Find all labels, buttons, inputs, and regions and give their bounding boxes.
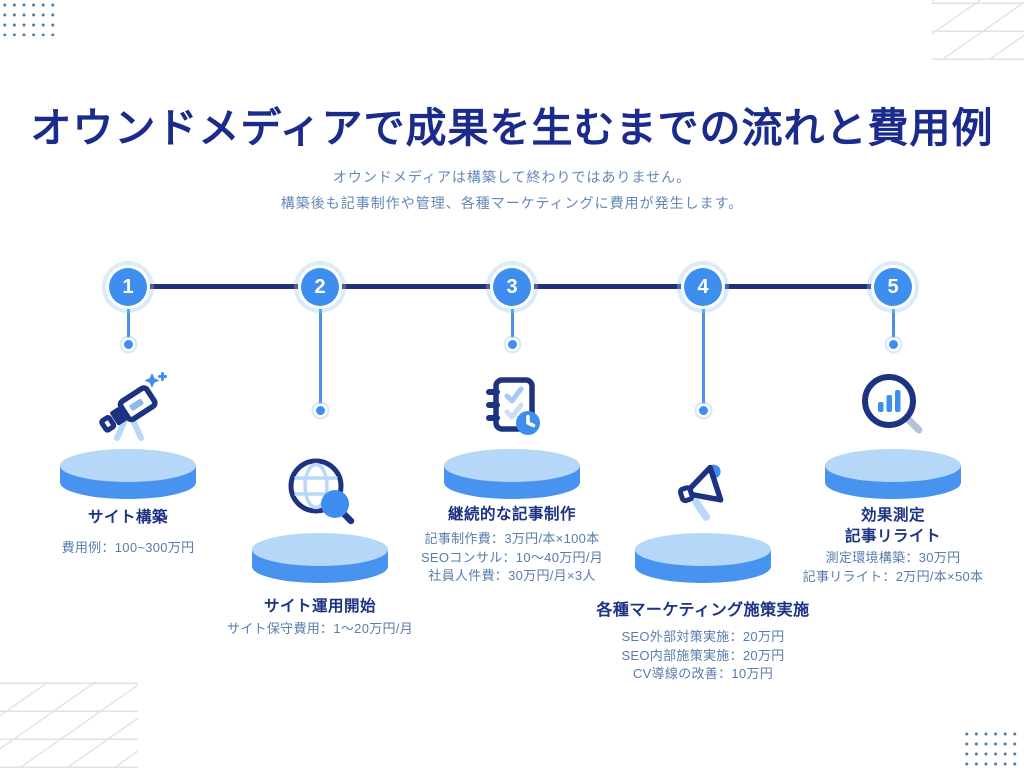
dot-pattern-top-left xyxy=(0,0,60,36)
step-2-title: サイト運用開始 xyxy=(263,598,376,615)
page-title: オウンドメディアで成果を生むまでの流れと費用例 xyxy=(30,105,994,151)
cost-line: 記事制作費：3万円/本×100本 xyxy=(424,531,600,546)
step-2-dropper-line xyxy=(318,306,322,406)
step-1-dropper-line xyxy=(126,306,130,338)
step-2-number-badge: 2 xyxy=(301,268,339,306)
cost-line: 社員人件費：30万円/月×3人 xyxy=(428,568,596,583)
globe-search-icon xyxy=(278,452,362,536)
cost-line: SEO内部施策実施：20万円 xyxy=(621,647,785,663)
step-1-pedestal xyxy=(60,449,196,499)
step-3-title: 継続的な記事制作 xyxy=(447,506,576,523)
cost-line: サイト保守費用：1〜20万円/月 xyxy=(226,621,414,636)
step-4-costs: SEO外部対策実施：20万円 SEO内部施策実施：20万円 CV導線の改善：10… xyxy=(563,628,843,684)
step-4-title: 各種マーケティング施策実施 xyxy=(596,602,810,619)
magnifier-chart-icon xyxy=(851,368,935,452)
diagonal-pattern-bottom-left xyxy=(0,682,138,768)
step-4-dropper-dot xyxy=(698,406,708,415)
subtitle-line-1: オウンドメディアは構築して終わりではありません。 xyxy=(332,169,692,185)
step-3-dropper-line xyxy=(510,306,514,338)
cost-line: 測定環境構築：30万円 xyxy=(825,550,961,565)
page-subtitle: オウンドメディアは構築して終わりではありません。 構築後も記事制作や管理、各種マ… xyxy=(0,164,1024,216)
diagonal-pattern-top-right xyxy=(932,0,1024,60)
step-3-costs: 記事制作費：3万円/本×100本 SEOコンサル：10〜40万円/月 社員人件費… xyxy=(372,530,652,586)
step-5-dropper-line xyxy=(891,306,895,338)
cost-line: SEO外部対策実施：20万円 xyxy=(621,629,785,644)
step-4-dropper-line xyxy=(701,306,705,406)
step-4-pedestal xyxy=(635,533,771,583)
step-5-costs: 測定環境構築：30万円 記事リライト：2万円/本×50本 xyxy=(753,549,1024,586)
cost-line: SEOコンサル：10〜40万円/月 xyxy=(420,549,604,565)
step-4-number-badge: 4 xyxy=(684,268,722,306)
step-3-pedestal xyxy=(444,449,580,499)
step-3-dropper-dot xyxy=(507,340,517,349)
step-1-number-badge: 1 xyxy=(109,268,147,306)
step-1-costs: 費用例：100~300万円 xyxy=(0,539,268,558)
step-1-dropper-dot xyxy=(123,340,133,349)
step-1-title: サイト構築 xyxy=(87,509,168,526)
dot-pattern-bottom-right xyxy=(962,729,1022,766)
step-5-pedestal xyxy=(825,449,961,499)
subtitle-line-2: 構築後も記事制作や管理、各種マーケティングに費用が発生します。 xyxy=(280,195,744,211)
notebook-check-icon xyxy=(470,368,554,452)
megaphone-icon xyxy=(661,452,745,536)
step-5-number-badge: 5 xyxy=(874,268,912,306)
step-2-dropper-dot xyxy=(315,406,325,415)
cost-line: 費用例：100~300万円 xyxy=(61,540,195,555)
telescope-icon xyxy=(86,368,170,452)
step-3-number-badge: 3 xyxy=(493,268,531,306)
step-2-costs: サイト保守費用：1〜20万円/月 xyxy=(180,620,460,639)
step-5-title: 効果測定 記事リライト xyxy=(844,507,941,545)
step-5-dropper-dot xyxy=(888,340,898,349)
step-2-pedestal xyxy=(252,533,388,583)
cost-line: CV導線の改善：10万円 xyxy=(632,666,774,681)
cost-line: 記事リライト：2万円/本×50本 xyxy=(802,568,984,584)
